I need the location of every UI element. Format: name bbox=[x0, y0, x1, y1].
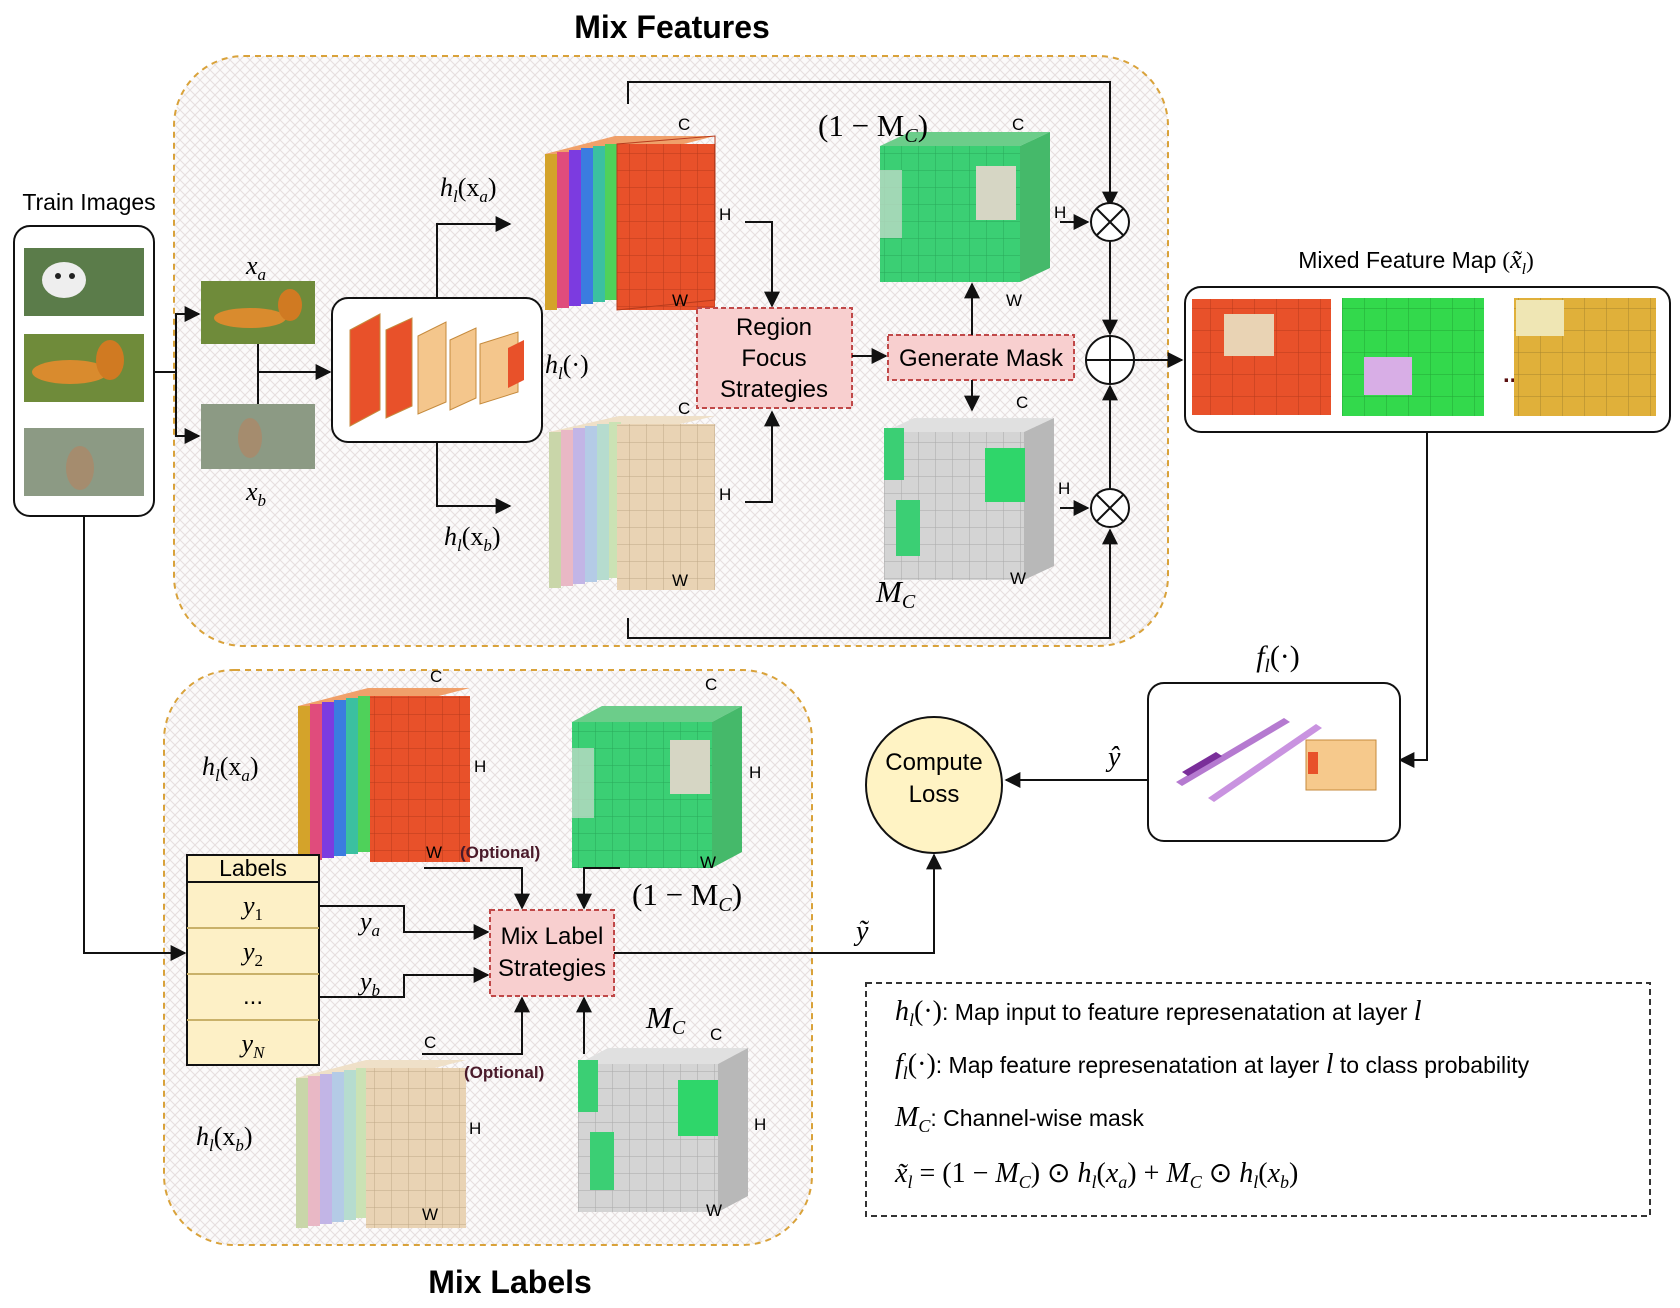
compute-loss-circle bbox=[865, 716, 1003, 854]
mc-label-bottom: MC bbox=[645, 1000, 686, 1039]
optional-label-bottom: (Optional) bbox=[464, 1063, 544, 1082]
dim-w-label-mask2: W bbox=[706, 1201, 722, 1220]
dim-c-xa: C bbox=[678, 115, 690, 134]
dim-c-label-mask1: C bbox=[705, 675, 717, 694]
legend-line-3: MC: Channel-wise mask bbox=[894, 1102, 1144, 1136]
add-operator bbox=[1085, 335, 1135, 385]
ya-label: ya bbox=[357, 907, 380, 940]
mask-mc-cube bbox=[884, 418, 1054, 580]
legend-box bbox=[865, 982, 1651, 1217]
mix-labels-title: Mix Labels bbox=[428, 1264, 592, 1300]
h-dot-label: hl(·) bbox=[545, 350, 589, 383]
dim-w-xb: W bbox=[672, 571, 688, 590]
multiply-operator-bottom bbox=[1090, 488, 1130, 528]
dim-c-mask2: C bbox=[1016, 393, 1028, 412]
label-mask-one-minus-mc-cube bbox=[572, 706, 742, 868]
photo-xb bbox=[201, 404, 315, 469]
dim-h-label-mask2: H bbox=[754, 1115, 766, 1134]
mixed-map-yellow bbox=[1514, 298, 1656, 416]
region-focus-line3: Strategies bbox=[720, 376, 828, 403]
optional-label-top: (Optional) bbox=[460, 843, 540, 862]
classifier-layers-icon bbox=[1176, 718, 1377, 802]
dim-c-xb: C bbox=[678, 399, 690, 418]
labels-table bbox=[186, 854, 320, 1066]
yb-label: yb bbox=[357, 967, 380, 1000]
mix-label-line1: Mix Label bbox=[501, 923, 604, 950]
classifier-label: fl(·) bbox=[1256, 640, 1300, 677]
labels-row-n: yN bbox=[239, 1029, 267, 1062]
dim-w-mask1: W bbox=[1006, 291, 1022, 310]
y-hat-label: ŷ bbox=[1105, 742, 1121, 773]
region-focus-line2: Focus bbox=[741, 345, 806, 372]
region-focus-line1: Region bbox=[736, 314, 812, 341]
xa-label: xa bbox=[245, 251, 266, 284]
dim-c-label-xb: C bbox=[424, 1033, 436, 1052]
feature-cube-xa bbox=[545, 135, 716, 311]
feature-cube-xb bbox=[549, 416, 715, 590]
train-images-label: Train Images bbox=[22, 189, 155, 215]
dim-w-label-xb: W bbox=[422, 1205, 438, 1224]
labels-header: Labels bbox=[219, 855, 287, 881]
dim-h-label-mask1: H bbox=[749, 763, 761, 782]
dim-w-label-xa: W bbox=[426, 843, 442, 862]
dim-h-label-xa: H bbox=[474, 757, 486, 776]
labels-row-ellipsis: ... bbox=[243, 983, 263, 1010]
generate-mask-box bbox=[887, 334, 1075, 381]
generate-mask-label: Generate Mask bbox=[899, 345, 1064, 372]
dim-h-mask2: H bbox=[1058, 479, 1070, 498]
cnn-layers-icon bbox=[349, 313, 524, 427]
classifier-box bbox=[1147, 682, 1401, 842]
dim-w-mask2: W bbox=[1010, 569, 1026, 588]
dim-h-label-xb: H bbox=[469, 1119, 481, 1138]
labels-row-1: y1 bbox=[240, 891, 263, 924]
y-tilde-label: ỹ bbox=[853, 916, 870, 947]
label-feature-cube-xb bbox=[296, 1060, 466, 1228]
mixed-feature-map-label: Mixed Feature Map(x̃l) bbox=[1298, 245, 1533, 278]
h-xb-label-bottom: hl(xb) bbox=[196, 1122, 253, 1155]
labels-row-2: y2 bbox=[240, 937, 263, 970]
mix-label-line2: Strategies bbox=[498, 955, 606, 982]
compute-loss-line1: Compute bbox=[885, 749, 982, 776]
photo-quokka bbox=[24, 428, 144, 496]
h-xa-label-top: hl(xa) bbox=[440, 173, 497, 206]
dim-h-mask1: H bbox=[1054, 203, 1066, 222]
photo-possum bbox=[24, 248, 144, 316]
one-minus-mc-label-bottom: (1 − MC) bbox=[632, 877, 742, 916]
legend-line-2: fl(·): Map feature represenatation at la… bbox=[895, 1049, 1530, 1083]
dim-h-xb: H bbox=[719, 485, 731, 504]
dim-h-xa: H bbox=[719, 205, 731, 224]
dim-c-label-mask2: C bbox=[710, 1025, 722, 1044]
legend-line-1: hl(·): Map input to feature represenatat… bbox=[895, 996, 1422, 1030]
legend-line-4: x̃l = (1 − MC) ⊙ hl(xa) + MC ⊙ hl(xb) bbox=[894, 1158, 1298, 1192]
photo-xa bbox=[201, 281, 315, 344]
compute-loss-line2: Loss bbox=[909, 781, 960, 808]
mask-one-minus-mc-cube bbox=[880, 132, 1050, 282]
multiply-operator-top bbox=[1090, 202, 1130, 242]
one-minus-mc-label-top: (1 − MC) bbox=[818, 108, 928, 147]
dim-c-mask1: C bbox=[1012, 115, 1024, 134]
h-xa-label-bottom: hl(xa) bbox=[202, 752, 259, 785]
region-focus-box bbox=[696, 307, 853, 409]
mc-label-top: MC bbox=[875, 574, 916, 613]
h-xb-label-top: hl(xb) bbox=[444, 522, 501, 555]
mixed-map-orange bbox=[1192, 299, 1331, 415]
mix-features-title: Mix Features bbox=[574, 9, 770, 45]
mixed-map-green bbox=[1342, 298, 1484, 416]
label-feature-cube-xa bbox=[298, 688, 470, 862]
dim-w-label-mask1: W bbox=[700, 853, 716, 872]
mix-label-box bbox=[489, 909, 615, 997]
xb-label: xb bbox=[245, 477, 266, 510]
dim-w-xa: W bbox=[672, 291, 688, 310]
dim-c-label-xa: C bbox=[430, 667, 442, 686]
photo-tigers bbox=[24, 334, 144, 402]
label-mask-mc-cube bbox=[578, 1048, 748, 1212]
